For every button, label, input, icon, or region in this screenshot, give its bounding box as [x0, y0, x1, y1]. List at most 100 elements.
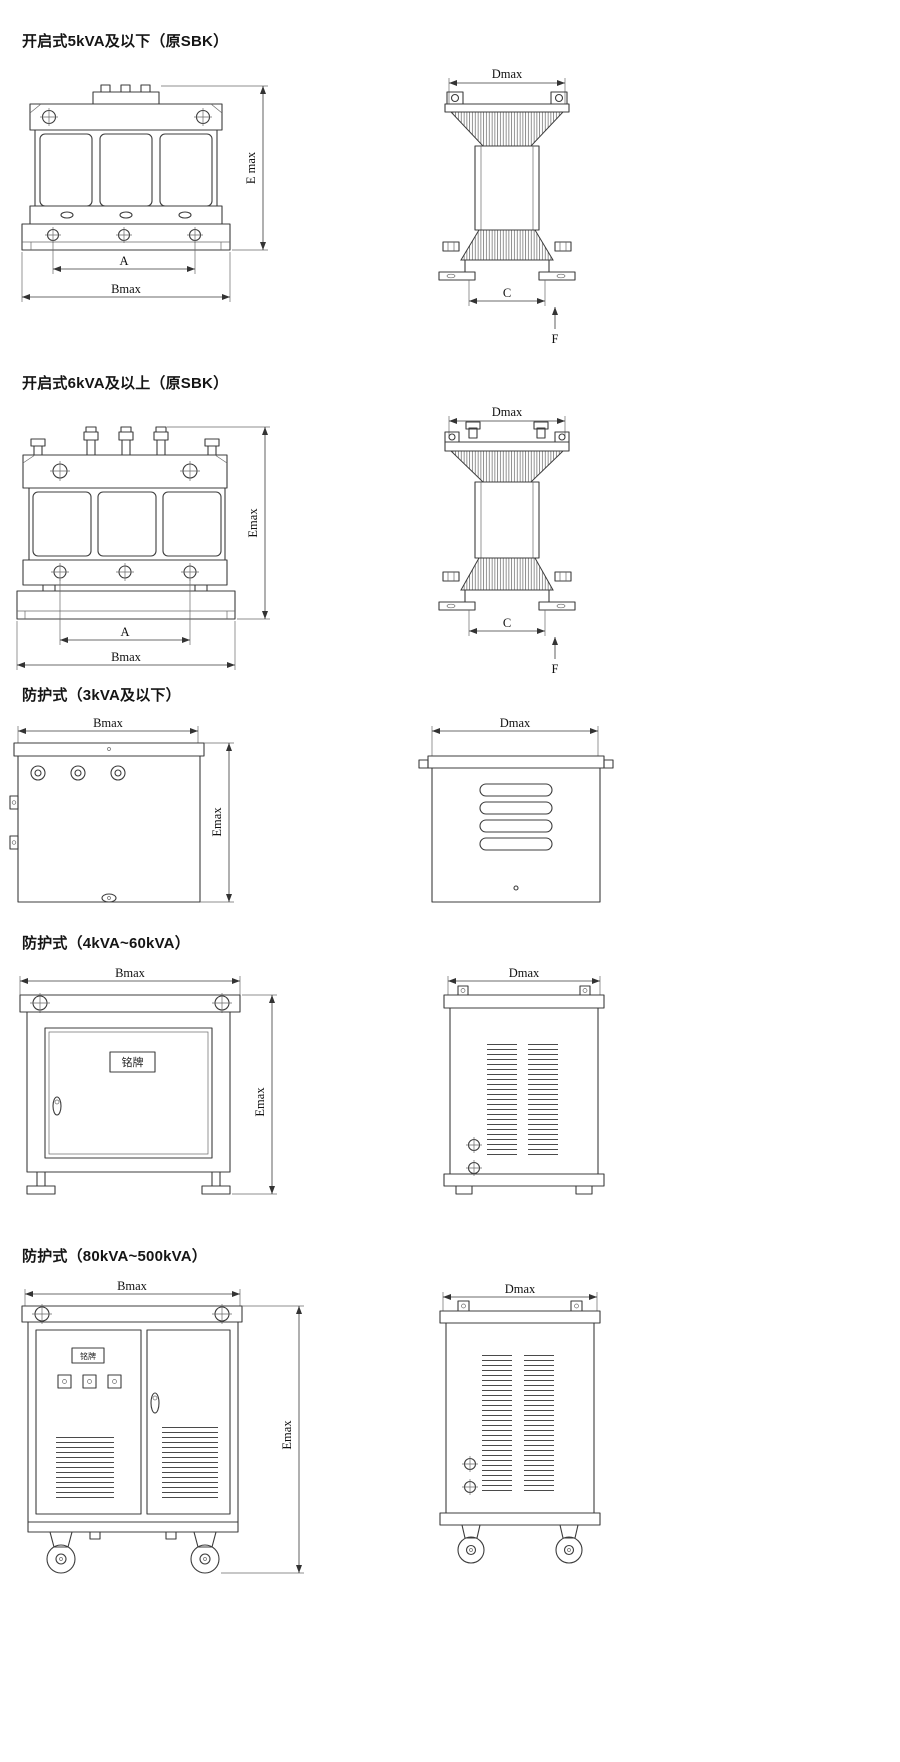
- protect-80-500kva-front-view: Bmax 铭牌: [21, 1279, 304, 1574]
- dimension-dmax: Dmax: [448, 405, 566, 438]
- coil-body: [28, 487, 226, 561]
- base-frame: [27, 1521, 239, 1540]
- lower-winding-hatch: [460, 557, 554, 591]
- section-title-open-5kva: 开启式5kVA及以下（原SBK）: [22, 33, 229, 50]
- top-studs: [465, 421, 549, 439]
- side-mounting-tabs: [9, 795, 19, 850]
- nameplate-label: 铭牌: [80, 1351, 96, 1361]
- upper-winding-hatch: [449, 450, 565, 483]
- lifting-lugs: [457, 985, 591, 996]
- bottom-clamp: [29, 205, 223, 225]
- bmax-label: Bmax: [111, 650, 142, 664]
- cabinet: [26, 1011, 231, 1173]
- mounting-feet: [438, 260, 576, 281]
- c-label: C: [503, 616, 511, 630]
- dmax-label: Dmax: [492, 405, 523, 419]
- lower-winding-hatch: [460, 229, 554, 261]
- terminal-bushings: [30, 765, 126, 781]
- open-6kva-front-view: Emax A Bmax: [16, 426, 270, 670]
- f-label: F: [552, 662, 559, 676]
- terminal-studs: [30, 426, 220, 456]
- dmax-label: Dmax: [505, 1282, 536, 1296]
- dimension-bmax: Bmax: [24, 1279, 241, 1306]
- base-and-feet: [443, 1173, 605, 1195]
- cabinet: [443, 994, 605, 1175]
- a-label: A: [119, 254, 128, 268]
- protect-80-500kva-side-view: Dmax: [439, 1282, 601, 1564]
- dimension-dmax: Dmax: [447, 966, 601, 995]
- section-title-protect-80-500kva: 防护式（80kVA~500kVA）: [22, 1248, 208, 1265]
- top-plate: [19, 993, 241, 1013]
- emax-label: Emax: [253, 1087, 267, 1117]
- dimension-c: C: [468, 610, 546, 636]
- caster-wheels: [457, 1524, 583, 1564]
- dimension-a: A: [59, 579, 191, 645]
- door-handle: [52, 1096, 62, 1116]
- panel-bolts: [462, 1456, 478, 1495]
- dimension-bmax: Bmax: [21, 252, 231, 302]
- f-label: F: [552, 332, 559, 346]
- bmax-label: Bmax: [93, 716, 124, 730]
- open-5kva-side-view: Dmax C: [438, 67, 576, 346]
- mounting-feet: [438, 590, 576, 611]
- louver-vents: [56, 1427, 218, 1501]
- top-clamp: [22, 454, 228, 489]
- meter-windows: [57, 1374, 122, 1389]
- protect-4-60kva-front-view: Bmax 铭牌 E: [19, 966, 277, 1195]
- coil-body: [34, 129, 218, 207]
- base-plate: [21, 223, 231, 251]
- nameplate: 铭牌: [71, 1347, 105, 1364]
- lifting-lugs: [457, 1300, 583, 1312]
- c-label: C: [503, 286, 511, 300]
- dimension-c: C: [468, 280, 546, 306]
- bottom-clamp: [22, 559, 228, 592]
- section-title-protect-4-60kva: 防护式（4kVA~60kVA）: [22, 935, 190, 952]
- dmax-label: Dmax: [500, 716, 531, 730]
- dimension-emax: Emax: [232, 994, 277, 1195]
- emax-label: E max: [244, 151, 258, 184]
- louver-vents: [479, 783, 553, 851]
- cabinet: [439, 1310, 601, 1514]
- emax-label: Emax: [210, 807, 224, 837]
- dimension-dmax: Dmax: [448, 67, 566, 104]
- mounting-feet: [26, 1172, 231, 1195]
- drain-hole: [513, 885, 519, 891]
- dimension-emax: Emax: [167, 426, 270, 620]
- coil-body-side: [474, 481, 540, 559]
- base-frame: [439, 1512, 601, 1526]
- dimension-emax: Emax: [200, 742, 234, 903]
- emax-label: Emax: [246, 508, 260, 538]
- dimension-a: A: [52, 242, 196, 274]
- nameplate: 铭牌: [109, 1051, 156, 1073]
- enclosure: [418, 755, 614, 903]
- enclosure: [13, 742, 205, 903]
- dimension-bmax: Bmax: [17, 716, 199, 743]
- upper-winding-hatch: [449, 111, 565, 147]
- protect-3kva-front-view: Bmax Emax: [9, 716, 234, 903]
- dmax-label: Dmax: [492, 67, 523, 81]
- bmax-label: Bmax: [117, 1279, 148, 1293]
- section-title-protect-3kva: 防护式（3kVA及以下）: [22, 687, 181, 704]
- bmax-label: Bmax: [115, 966, 146, 980]
- bmax-label: Bmax: [111, 282, 142, 296]
- top-clamp: [29, 103, 223, 131]
- louver-vents: [482, 1352, 554, 1492]
- top-plate: [21, 1304, 243, 1324]
- caster-wheels: [46, 1531, 220, 1574]
- protect-4-60kva-side-view: Dmax: [443, 966, 605, 1195]
- base-plate: [16, 590, 236, 620]
- dimension-bmax: Bmax: [16, 621, 236, 670]
- terminal-block: [92, 84, 160, 105]
- top-clamp-brackets: [444, 91, 570, 113]
- cable-gland: [101, 893, 117, 903]
- dimension-dmax: Dmax: [442, 1282, 598, 1311]
- emax-label: Emax: [280, 1420, 294, 1450]
- open-5kva-front-view: E max A Bmax: [21, 84, 268, 302]
- door-handle: [150, 1392, 160, 1414]
- top-clamp-brackets: [444, 431, 570, 452]
- side-bolts: [442, 571, 572, 582]
- louver-vents: [487, 1040, 558, 1158]
- dimension-bmax: Bmax: [19, 966, 241, 995]
- section-title-open-6kva: 开启式6kVA及以上（原SBK）: [22, 375, 229, 392]
- nameplate-label: 铭牌: [122, 1055, 144, 1069]
